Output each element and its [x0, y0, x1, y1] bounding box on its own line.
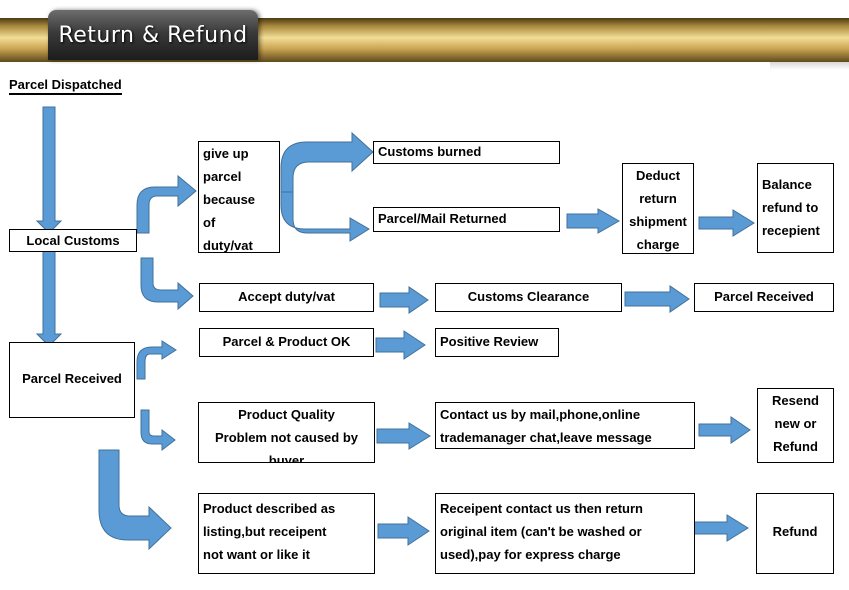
arrow-to-contact-us: [376, 422, 431, 450]
product-quality-line: Product Quality: [238, 407, 335, 422]
arrow-to-positive-review: [375, 330, 426, 360]
node-parcel-product-ok: Parcel & Product OK: [199, 328, 374, 357]
node-local-customs: Local Customs: [9, 229, 137, 252]
arrow-to-refund: [693, 514, 749, 542]
product-quality-line: Problem not caused by: [214, 430, 359, 445]
product-described-line: Product described as: [203, 501, 336, 516]
arrow-to-product-described: [98, 449, 172, 551]
balance-line: refund to: [762, 200, 819, 215]
arrow-to-accept-duty: [140, 257, 194, 311]
give-up-line: give up: [203, 146, 249, 161]
receipent-contact-line: used),pay for express charge: [440, 547, 621, 562]
node-customs-burned: Customs burned: [373, 141, 560, 164]
node-refund: Refund: [756, 493, 834, 574]
node-customs-clearance: Customs Clearance: [435, 283, 622, 312]
node-parcel-received-top: Parcel Received: [694, 283, 834, 312]
give-up-line: duty/vat: [203, 238, 253, 253]
resend-line: Refund: [773, 439, 818, 454]
node-balance-refund: Balance refund to recepient: [757, 163, 834, 253]
arrow-to-customs-clearance: [379, 286, 429, 314]
node-product-described: Product described as listing,but receipe…: [198, 493, 375, 574]
receipent-contact-line: Receipent contact us then return: [440, 501, 643, 516]
node-parcel-dispatched: Parcel Dispatched: [9, 77, 122, 95]
deduct-line: return: [639, 191, 677, 206]
arrow-to-parcel-product-ok: [136, 340, 177, 380]
node-resend: Resend new or Refund: [757, 388, 834, 463]
node-product-quality: Product Quality Problem not caused by bu…: [198, 402, 375, 463]
node-deduct-return: Deduct return shipment charge: [622, 163, 694, 254]
product-described-line: not want or like it: [203, 547, 310, 562]
arrow-to-parcel-received-top: [624, 285, 690, 313]
arrow-to-product-quality: [140, 409, 176, 452]
give-up-line: because: [203, 192, 256, 207]
arrow-down-to-local-customs: [35, 106, 63, 234]
balance-line: recepient: [762, 223, 820, 238]
node-parcel-mail-returned: Parcel/Mail Returned: [373, 207, 560, 232]
header-title-tab: Return & Refund: [48, 10, 258, 60]
deduct-line: Deduct: [635, 168, 681, 183]
give-up-line: parcel: [203, 169, 242, 184]
contact-us-line: trademanager chat,leave message: [440, 430, 652, 445]
arrow-to-deduct: [566, 208, 621, 234]
node-receipent-contact: Receipent contact us then return origina…: [435, 493, 695, 574]
arrow-to-receipent-contact: [377, 516, 430, 546]
arrow-down-to-parcel-received: [35, 249, 63, 347]
resend-line: new or: [774, 416, 817, 431]
node-parcel-received-left: Parcel Received: [9, 342, 135, 418]
node-give-up-parcel: give up parcel because of duty/vat: [198, 141, 280, 253]
header-banner-shadow: [770, 62, 849, 70]
node-positive-review: Positive Review: [435, 328, 559, 357]
arrow-to-parcel-returned: [280, 191, 370, 242]
balance-line: Balance: [762, 177, 812, 192]
arrow-to-customs-burned: [280, 131, 374, 196]
receipent-contact-line: original item (can't be washed or: [440, 524, 642, 539]
product-described-line: listing,but receipent: [203, 524, 327, 539]
node-contact-us: Contact us by mail,phone,online trademan…: [435, 402, 695, 449]
arrow-to-balance: [698, 209, 755, 237]
contact-us-line: Contact us by mail,phone,online: [440, 407, 641, 422]
give-up-line: of: [203, 215, 216, 230]
page-title: Return & Refund: [58, 22, 248, 48]
resend-line: Resend: [772, 393, 819, 408]
deduct-line: shipment: [629, 214, 687, 229]
product-quality-line: buyer: [268, 453, 305, 463]
arrow-to-give-up: [136, 174, 197, 234]
node-accept-duty: Accept duty/vat: [199, 283, 374, 312]
arrow-to-resend: [698, 416, 751, 444]
deduct-line: charge: [636, 237, 680, 252]
